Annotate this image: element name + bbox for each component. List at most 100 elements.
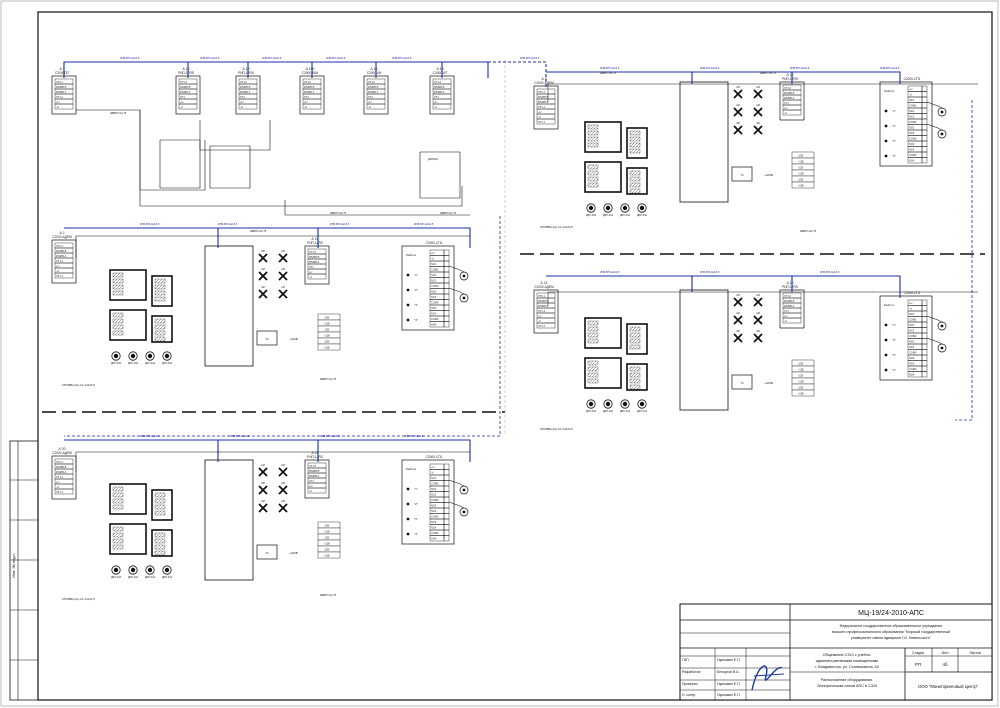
detector-slot xyxy=(629,182,641,188)
sounder-frame xyxy=(679,81,729,203)
smoke-detector-core xyxy=(113,353,119,359)
sounder-label: АМ xyxy=(281,500,285,503)
port-label: -U xyxy=(309,275,312,279)
module-body xyxy=(235,75,261,115)
relay-output: NC3 xyxy=(431,509,437,513)
signer-role-1: ГИП xyxy=(682,658,689,662)
port-label: -U xyxy=(538,319,541,323)
cable-label-kpv-b11: КПВ-ВП 4х2х0,5 xyxy=(140,434,160,438)
port-label: RS485 B xyxy=(240,85,251,89)
terminal-label: -12В xyxy=(324,536,329,539)
siren-wire xyxy=(448,287,465,295)
detector-slot xyxy=(587,320,599,326)
port-cell xyxy=(366,103,386,110)
relay-output: NC4 xyxy=(909,362,915,366)
terminal-label: +12В xyxy=(798,160,804,163)
relay-output: COM1 xyxy=(431,268,439,272)
port-label: +U xyxy=(434,100,438,104)
power-transformer xyxy=(731,166,753,182)
detector-slot xyxy=(112,312,124,318)
detector-loop xyxy=(584,121,622,153)
module-body xyxy=(51,239,77,284)
sounder-label: АМ xyxy=(756,330,760,333)
sounder-label: АМ xyxy=(261,268,265,271)
sounder-icon xyxy=(278,503,288,513)
relay-group: "4" xyxy=(414,318,418,322)
rs485-bus-right-mid xyxy=(546,275,901,298)
smoke-detector-core xyxy=(113,567,119,573)
port-label: +U xyxy=(180,100,184,104)
detector-loop xyxy=(626,363,648,391)
power-wire-4 xyxy=(284,200,470,216)
signer-name-1: Гарюшкин Е.П. xyxy=(717,658,741,662)
sounder-icon xyxy=(733,125,743,135)
terminal-label: +12В xyxy=(798,184,804,187)
module-body xyxy=(51,455,77,500)
relay-output: NC2 xyxy=(909,115,915,119)
relay-num xyxy=(443,321,450,328)
relay-mode: Работа xyxy=(884,303,894,307)
relay-group: "3" xyxy=(892,353,896,357)
company-name: ООО "Мониторинговый Центр" xyxy=(918,684,979,689)
relay-led xyxy=(406,288,410,292)
relay-num xyxy=(443,535,450,542)
smoke-detector-core xyxy=(622,401,628,407)
port-label: +U xyxy=(309,484,313,488)
port-label: XT1 xyxy=(784,101,789,105)
relay-block-s21: С2000-СП1+U-UNC1COM1NO1NC2COM2NO2NC3COM3… xyxy=(879,291,947,381)
siren-core xyxy=(940,110,944,114)
detector-slot xyxy=(629,338,641,344)
sounder-label: АМ xyxy=(736,86,740,89)
siren-wire xyxy=(926,315,943,323)
port-cell xyxy=(307,487,327,494)
smoke-detector-core xyxy=(622,205,628,211)
object-line-1: Общежитие С310 с учебно- xyxy=(823,653,872,657)
detector-slot xyxy=(587,182,599,188)
cable-label-shvvp-5: ШВВП 2х0,75 xyxy=(600,71,617,75)
port-label: -U xyxy=(56,485,59,489)
detector-slot xyxy=(154,330,166,336)
detector-slot xyxy=(587,136,599,142)
detector-label: ДИП-34А xyxy=(111,362,122,365)
cable-label-kpv-2: КПВ-ВП 4х2х0,5 xyxy=(262,56,282,60)
relay-led xyxy=(406,502,410,506)
relay-led xyxy=(884,139,888,143)
relay-output: COM3 xyxy=(909,137,917,141)
relay-led xyxy=(884,154,888,158)
cable-label-kpv-b7: КПВ-ВП 4х2х0,5 xyxy=(880,66,900,70)
power-label: ~220В xyxy=(289,337,298,341)
terminal-label: +12В xyxy=(798,380,804,383)
port-label: XT1 xyxy=(784,309,789,313)
transformer-label: Т1 xyxy=(740,173,744,177)
relay-led xyxy=(884,368,888,372)
cable-label-shvvp-4: ШВВП 2х0,75 xyxy=(320,377,337,381)
cable-label-kpv-b0: КПВ-ВП 4х2х0,5 xyxy=(140,222,160,226)
detector-slot xyxy=(587,124,599,130)
detector-label: ДИП-34А xyxy=(128,362,139,365)
port-label: RS485 B xyxy=(538,299,549,303)
cable-label-shvvp-7: ШВВП 2х0,75 xyxy=(800,229,817,233)
port-label: XT1.1 xyxy=(56,490,63,494)
relay-output: COM3 xyxy=(909,351,917,355)
detector-slot xyxy=(587,378,599,384)
object-line-3: г. Владивосток, ул. Станюковича, 62 xyxy=(815,665,879,669)
relay-output: -U xyxy=(431,471,434,475)
detector-slot xyxy=(587,170,599,176)
detector-slot xyxy=(629,136,641,142)
relay-output: NO2 xyxy=(909,126,915,130)
relay-output: NO1 xyxy=(431,273,437,277)
detector-slot xyxy=(587,338,599,344)
detector-label: ДИП-34А xyxy=(637,410,648,413)
cable-label-shvvp-6: ШВВП 2х0,75 xyxy=(760,71,777,75)
relay-output: COM1 xyxy=(431,482,439,486)
detector-slot xyxy=(587,332,599,338)
org-line-2: высшего профессионального образования "М… xyxy=(832,630,950,634)
